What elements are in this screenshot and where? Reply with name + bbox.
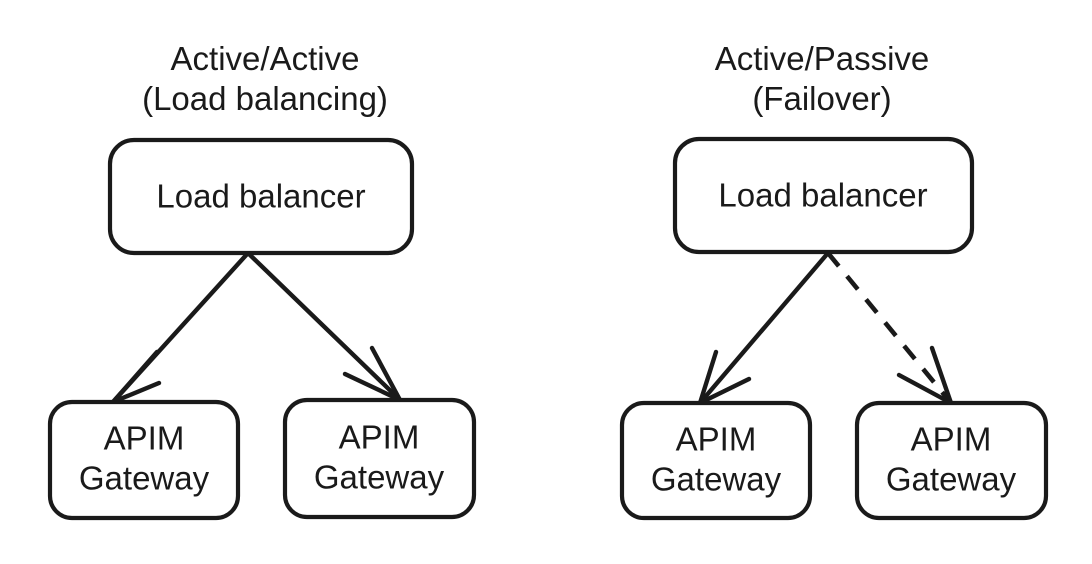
node-apim-gateway-aa-1[interactable]: APIM Gateway (47, 399, 241, 521)
edge-ap-2 (826, 251, 954, 406)
panel-active-passive: Active/Passive (Failover) Load balancer (619, 40, 1049, 521)
node-apim-gateway-aa-2-label-line1: APIM (339, 419, 420, 456)
node-apim-gateway-ap-1-label-line2: Gateway (651, 461, 782, 498)
edge-aa-2 (246, 251, 403, 403)
node-apim-gateway-aa-2-shape[interactable] (282, 397, 477, 520)
edge-aa-2-line (246, 251, 402, 402)
node-load-balancer-active-passive[interactable]: Load balancer (672, 136, 975, 255)
edge-ap-1-arrowhead-barb-right (697, 349, 719, 406)
node-apim-gateway-ap-1-shape[interactable] (619, 400, 813, 521)
node-apim-gateway-ap-2-label-line1: APIM (911, 421, 992, 458)
node-apim-gateway-ap-2-shape[interactable] (854, 400, 1049, 521)
edge-aa-2-arrowhead-barb-left (369, 345, 403, 403)
edge-ap-1-arrowhead-barb-inner (697, 376, 752, 406)
node-apim-gateway-ap-1-label-line1: APIM (676, 421, 757, 458)
node-apim-gateway-aa-2-label-line2: Gateway (314, 459, 445, 496)
edge-ap-2-arrowhead-barb-inner (896, 372, 954, 406)
panel-title-line2-active-passive: (Failover) (752, 80, 891, 117)
panel-title-line1-active-active: Active/Active (171, 40, 360, 77)
panel-title-line2-active-active: (Load balancing) (142, 80, 388, 117)
edge-ap-2-line (826, 251, 953, 405)
edge-ap-1 (697, 251, 830, 406)
edge-ap-1-line (698, 251, 830, 405)
node-apim-gateway-aa-1-label-line1: APIM (104, 420, 185, 457)
edge-aa-2-arrowhead-barb-inner (342, 371, 403, 403)
edge-aa-1-arrowhead-barb-inner (110, 380, 162, 405)
node-load-balancer-active-passive-label: Load balancer (718, 177, 927, 214)
edge-ap-2-arrowhead-barb-left (929, 345, 954, 406)
panel-active-active: Active/Active (Load balancing) Load bala… (47, 40, 477, 521)
node-apim-gateway-ap-1[interactable]: APIM Gateway (619, 400, 813, 521)
node-apim-gateway-aa-1-shape[interactable] (47, 399, 241, 521)
node-load-balancer-active-active-label: Load balancer (156, 178, 365, 215)
edge-aa-1-arrowhead-barb-right (110, 349, 160, 405)
node-load-balancer-active-active[interactable]: Load balancer (107, 137, 415, 256)
panel-title-line1-active-passive: Active/Passive (715, 40, 930, 77)
node-apim-gateway-aa-1-label-line2: Gateway (79, 460, 210, 497)
node-apim-gateway-ap-2-label-line2: Gateway (886, 461, 1017, 498)
node-load-balancer-active-active-shape[interactable] (107, 137, 415, 256)
edge-aa-1 (110, 251, 250, 405)
node-apim-gateway-aa-2[interactable]: APIM Gateway (282, 397, 477, 520)
node-load-balancer-active-passive-shape[interactable] (672, 136, 975, 255)
node-apim-gateway-ap-2[interactable]: APIM Gateway (854, 400, 1049, 521)
